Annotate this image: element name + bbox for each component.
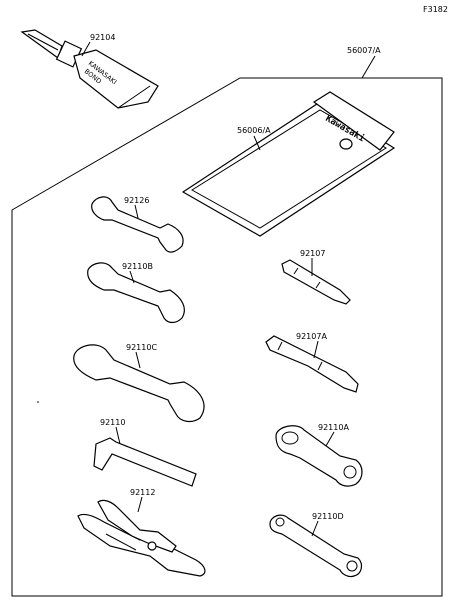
spark-plug-wrench-leader — [311, 520, 319, 537]
screwdriver-handle-92107a — [265, 335, 359, 393]
pliers-leader — [137, 496, 143, 513]
hex-key-leader — [115, 426, 121, 445]
wrench-92126 — [91, 196, 184, 253]
spark-plug-wrench-part-number: 92110D — [312, 512, 344, 521]
screwdriver-handle-leader — [313, 340, 319, 359]
hex-key-part-number: 92110 — [100, 418, 125, 427]
wrench-92110c-leader — [135, 351, 141, 369]
hex-key-92110 — [93, 437, 197, 487]
toolkit-leader — [361, 55, 376, 79]
toolkit-outline — [11, 77, 443, 597]
screwdriver-bit-92107 — [281, 259, 351, 305]
wrench-92126-part-number: 92126 — [124, 196, 149, 205]
wrench-92110b — [87, 262, 185, 324]
spark-plug-wrench-92110d — [269, 514, 363, 578]
box-spanner-part-number: 92110A — [318, 423, 349, 432]
screwdriver-handle-part-number: 92107A — [296, 332, 327, 341]
stray-dot — [37, 401, 39, 403]
pouch-part-number: 56006/A — [237, 126, 271, 135]
bond-part-number: 92104 — [90, 33, 115, 42]
wrench-92110c-part-number: 92110C — [126, 343, 157, 352]
wrench-92110b-leader — [129, 270, 135, 284]
pouch: Kawasaki — [181, 91, 396, 237]
pliers-92112 — [77, 499, 206, 577]
wrench-92126-leader — [134, 204, 139, 219]
bond-leader — [81, 41, 91, 57]
wrench-92110b-part-number: 92110B — [122, 262, 153, 271]
toolkit-part-number: 56007/A — [347, 46, 381, 55]
screwdriver-bit-part-number: 92107 — [300, 249, 325, 258]
box-spanner-leader — [325, 431, 335, 447]
pouch-leader — [253, 135, 261, 151]
box-spanner-92110a — [275, 425, 363, 487]
bond-tube: KAWASAKI BOND — [20, 29, 159, 109]
figure-code: F3182 — [423, 5, 448, 14]
wrench-92110c — [73, 344, 205, 423]
pliers-part-number: 92112 — [130, 488, 155, 497]
